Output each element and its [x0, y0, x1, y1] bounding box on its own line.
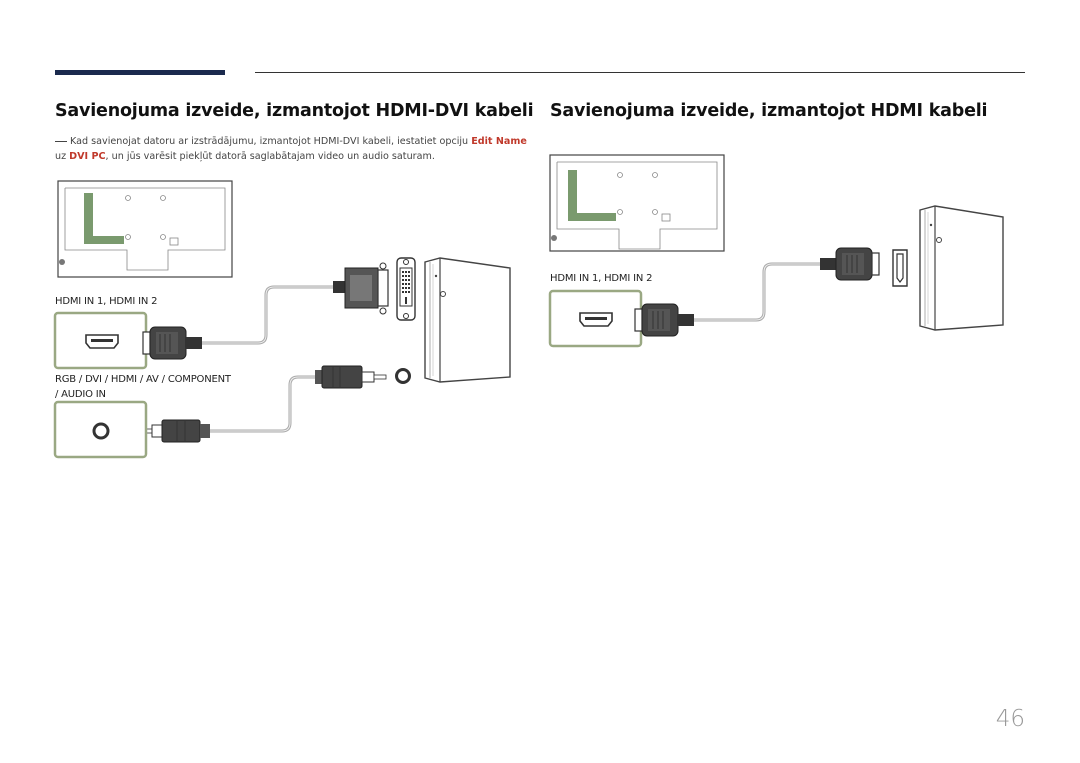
audio-in-port-box [53, 400, 148, 459]
note-part3: , un jūs varēsit piekļūt datorā saglabāt… [105, 151, 435, 162]
hdmi-port-box-right [548, 289, 643, 348]
hdmi-dvi-cable [202, 285, 333, 345]
label-audio-in-line2: / AUDIO IN [55, 389, 106, 400]
header-accent-bar [55, 70, 225, 75]
pc-tower-right [919, 205, 1004, 331]
section-title-hdmi: Savienojuma izveide, izmantojot HDMI kab… [550, 101, 988, 121]
hdmi-plug-right-pc [820, 247, 880, 281]
dvi-plug [333, 262, 389, 315]
audio-plug-monitor-side [139, 419, 210, 443]
page-number: 46 [995, 706, 1025, 732]
label-hdmi-in-right: HDMI IN 1, HDMI IN 2 [550, 273, 653, 284]
note-dash-icon [55, 140, 67, 142]
monitor-rear-panel-right [549, 154, 725, 252]
header-rule [255, 72, 1025, 73]
hdmi-port-pc-right [892, 249, 908, 287]
audio-jack-pc [395, 368, 411, 384]
section-title-hdmi-dvi: Savienojuma izveide, izmantojot HDMI-DVI… [55, 101, 534, 121]
note-highlight-dvi-pc: DVI PC [69, 151, 106, 162]
note-text: Kad savienojat datoru ar izstrādājumu, i… [55, 134, 530, 164]
dvi-port [396, 257, 416, 321]
note-part1: Kad savienojat datoru ar izstrādājumu, i… [70, 136, 472, 147]
label-hdmi-in-left: HDMI IN 1, HDMI IN 2 [55, 296, 158, 307]
hdmi-plug-left [142, 326, 202, 360]
hdmi-port-box-left [53, 311, 148, 370]
note-highlight-edit-name: Edit Name [471, 136, 527, 147]
label-audio-in-line1: RGB / DVI / HDMI / AV / COMPONENT [55, 374, 231, 385]
audio-plug-pc-side [315, 365, 387, 389]
hdmi-cable-right [694, 262, 820, 322]
note-part2: uz [55, 151, 70, 162]
pc-tower-left [424, 257, 511, 383]
audio-cable [210, 375, 315, 433]
monitor-rear-panel-left [57, 180, 233, 278]
hdmi-plug-right-monitor [634, 303, 694, 337]
